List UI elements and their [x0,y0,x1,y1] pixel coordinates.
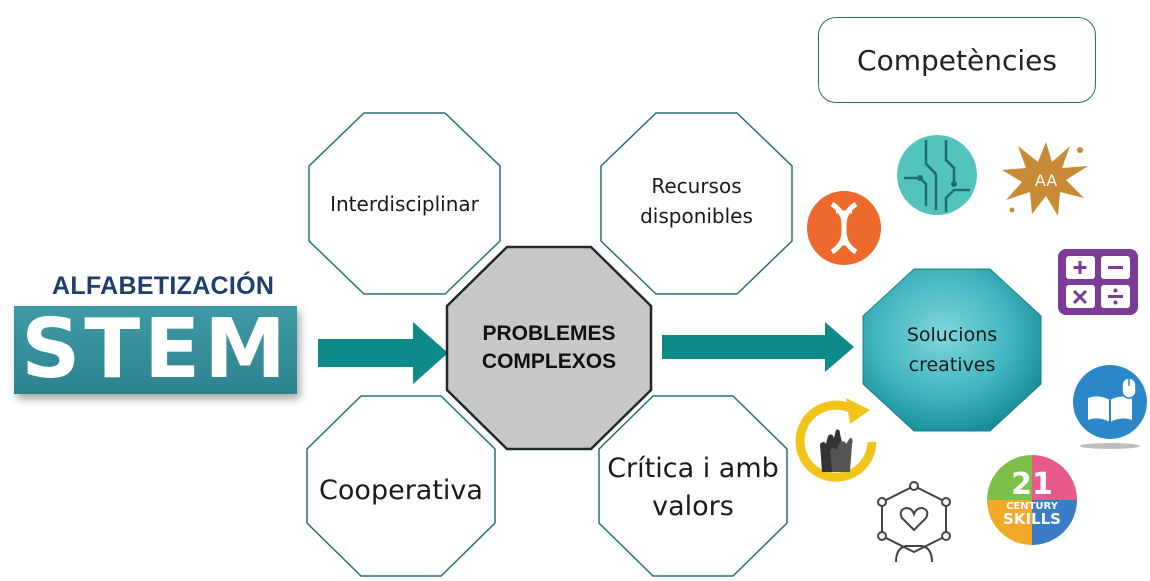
solucions-label: Solucions creatives [862,268,1042,432]
critica-line1: Crítica i amb [607,453,779,484]
network-heart-icon [877,481,951,563]
skills-number: 21 [1011,467,1053,502]
solucions-line2: creatives [908,354,996,376]
critica-line2: valors [652,491,734,522]
calculator-icon [1058,249,1138,315]
octagon-problemes-complexos [445,245,653,451]
octagon-recursos [600,112,793,295]
book-mouse-icon [1073,365,1147,449]
recycle-hands-icon [795,398,877,482]
arrow-center-to-solutions [662,322,854,372]
stem-text: STEM [21,302,290,397]
skills-word1: CENTURY [1006,501,1059,512]
competencies-box: Competències [818,17,1096,103]
solucions-line1: Solucions [906,324,998,346]
problemes-complexos-label: PROBLEMES COMPLEXOS [445,245,653,451]
skills-word2: SKILLS [1003,510,1061,528]
critica-label: Crítica i amb valors [598,395,788,577]
octagon-cooperativa [306,395,496,577]
circuit-icon [897,135,977,215]
splash-icon: AA [1002,142,1088,216]
recursos-label: Recursos disponibles [600,112,793,295]
dna-icon [807,191,881,265]
center-line1: PROBLEMES [482,322,616,345]
arrow-left-to-center [318,322,448,384]
interdisciplinar-label: Interdisciplinar [330,191,479,216]
century-skills-icon: 21 CENTURY SKILLS [987,455,1077,545]
recursos-line1: Recursos [651,173,742,198]
cooperativa-label: Cooperativa [319,474,483,506]
octagon-interdisciplinar [308,112,501,295]
stem-banner: STEM [14,306,297,394]
alfabetizacion-label: ALFABETIZACIÓN [52,272,275,300]
recursos-line2: disponibles [640,203,753,228]
octagon-critica [598,395,788,577]
octagon-solucions [862,268,1042,432]
center-line2: COMPLEXOS [481,350,617,373]
svg-text:AA: AA [1035,171,1057,190]
